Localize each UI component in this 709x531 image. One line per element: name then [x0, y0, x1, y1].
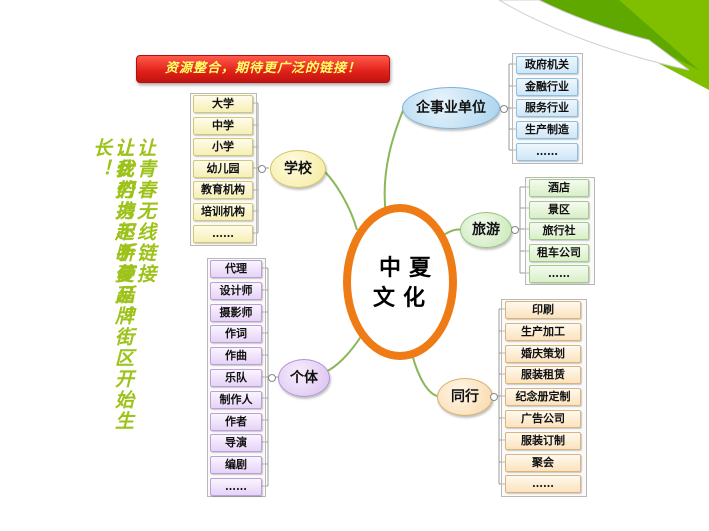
leaf-individual-3[interactable]: 作词: [210, 325, 262, 344]
leaf-enterprise-3[interactable]: 生产制造: [516, 121, 578, 140]
collapse-handle-tourism[interactable]: [511, 226, 519, 234]
leaf-peers-5[interactable]: 广告公司: [505, 410, 581, 428]
collapse-handle-peers[interactable]: [490, 393, 498, 401]
leaf-individual-8[interactable]: 导演: [210, 434, 262, 453]
leaf-peers-3[interactable]: 服装租赁: [505, 366, 581, 385]
branch-tourism[interactable]: 旅游: [460, 212, 512, 248]
leaf-tourism-2[interactable]: 旅行社: [529, 222, 589, 240]
leaf-peers-8[interactable]: ……: [505, 475, 581, 494]
leaf-individual-2[interactable]: 摄影师: [210, 303, 262, 322]
leaf-school-1[interactable]: 中学: [193, 116, 253, 135]
top-banner: 资源整合，期待更广泛的链接！: [136, 55, 390, 83]
center-title-line2: 文化: [373, 285, 434, 311]
collapse-handle-enterprise[interactable]: [500, 105, 508, 113]
leaf-tourism-1[interactable]: 景区: [529, 200, 589, 219]
leaf-peers-7[interactable]: 聚会: [505, 453, 581, 472]
leaf-individual-0[interactable]: 代理: [210, 260, 262, 278]
leaf-peers-6[interactable]: 服装订制: [505, 431, 581, 450]
leaf-individual-7[interactable]: 作者: [210, 412, 262, 431]
leaf-school-0[interactable]: 大学: [193, 95, 253, 113]
leaf-tourism-0[interactable]: 酒店: [529, 179, 589, 197]
branch-enterprise[interactable]: 企事业单位: [402, 87, 500, 129]
leaf-peers-2[interactable]: 婚庆策划: [505, 344, 581, 363]
slogan-left: 让我们携起手使品牌街区开始生长！: [90, 138, 134, 432]
center-node: 中夏 文化: [343, 204, 457, 360]
corner-curl-decoration: [499, 0, 709, 90]
center-title-line1: 中夏: [379, 255, 440, 281]
leaf-enterprise-4[interactable]: ……: [516, 142, 578, 161]
leaf-individual-10[interactable]: ……: [210, 478, 262, 496]
slogan-right: 让青春无线链接: [134, 138, 156, 285]
leaf-school-5[interactable]: 培训机构: [193, 203, 253, 221]
leaf-individual-6[interactable]: 制作人: [210, 390, 262, 409]
branch-school[interactable]: 学校: [270, 150, 326, 188]
leaf-school-3[interactable]: 幼儿园: [193, 159, 253, 178]
leaf-peers-4[interactable]: 纪念册定制: [505, 388, 581, 407]
leaf-school-6[interactable]: ……: [193, 224, 253, 243]
slogan-middle: 让优势力不断蔓延！: [112, 138, 134, 327]
leaf-individual-9[interactable]: 编剧: [210, 456, 262, 475]
leaf-peers-0[interactable]: 印刷: [505, 301, 581, 319]
leaf-individual-1[interactable]: 设计师: [210, 281, 262, 300]
leaf-tourism-3[interactable]: 租车公司: [529, 243, 589, 262]
leaf-school-2[interactable]: 小学: [193, 138, 253, 157]
leaf-enterprise-0[interactable]: 政府机关: [516, 56, 578, 74]
leaf-individual-4[interactable]: 作曲: [210, 347, 262, 366]
leaf-enterprise-1[interactable]: 金融行业: [516, 77, 578, 96]
leaf-peers-1[interactable]: 生产加工: [505, 322, 581, 341]
branch-peers[interactable]: 同行: [437, 378, 493, 416]
leaf-school-4[interactable]: 教育机构: [193, 181, 253, 200]
leaf-tourism-4[interactable]: ……: [529, 265, 589, 283]
branch-individual[interactable]: 个体: [278, 359, 330, 397]
leaf-enterprise-2[interactable]: 服务行业: [516, 99, 578, 118]
collapse-handle-individual[interactable]: [268, 374, 276, 382]
collapse-handle-school[interactable]: [258, 165, 266, 173]
leaf-individual-5[interactable]: 乐队: [210, 369, 262, 387]
